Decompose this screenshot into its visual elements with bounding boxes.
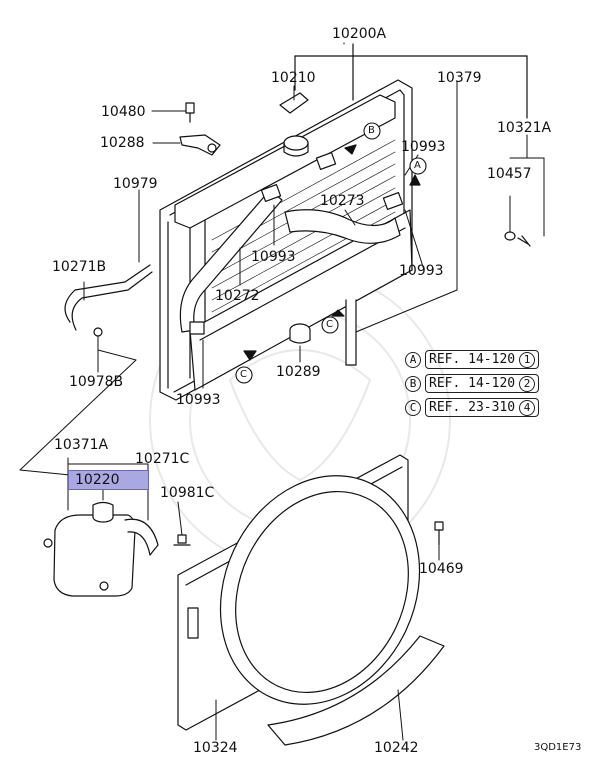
callout-C-upper: C — [326, 319, 333, 330]
label-10993-b: 10993 — [251, 249, 296, 265]
label-10272: 10272 — [215, 288, 260, 304]
label-10324: 10324 — [193, 740, 238, 756]
label-10469: 10469 — [419, 561, 464, 577]
label-10200A: 10200A — [332, 26, 387, 42]
grommet-10457 — [504, 231, 531, 247]
ref-text-B: REF. 14-120 — [429, 376, 516, 391]
ref-text-C: REF. 23-310 — [429, 400, 516, 415]
callout-C-lower: C — [240, 369, 247, 380]
label-10379: 10379 — [437, 70, 482, 86]
grommet-10978B — [93, 327, 103, 337]
bolt-10469 — [434, 521, 444, 546]
drain-10289 — [289, 323, 311, 344]
ref-box-C: REF. 23-310 4 — [425, 398, 540, 417]
ref-num-B: 2 — [519, 375, 536, 392]
leader-10200A — [294, 43, 528, 119]
lower-shroud — [267, 635, 445, 746]
clamps — [189, 152, 404, 335]
ref-row-C[interactable]: C REF. 23-310 4 — [405, 398, 540, 417]
callout-B: B — [368, 125, 375, 136]
leader-lines — [19, 42, 545, 741]
label-10981C: 10981C — [160, 485, 215, 501]
label-10457: 10457 — [487, 166, 532, 182]
label-10289: 10289 — [276, 364, 321, 380]
label-10480: 10480 — [101, 104, 146, 120]
label-10271C: 10271C — [135, 451, 190, 467]
ref-letter-A: A — [405, 351, 421, 368]
label-10979: 10979 — [113, 176, 158, 192]
label-10271B: 10271B — [52, 259, 107, 275]
ref-row-B[interactable]: B REF. 14-120 2 — [405, 374, 540, 393]
label-10993-c: 10993 — [399, 263, 444, 279]
cap-10210 — [279, 92, 309, 114]
ref-num-C: 4 — [519, 399, 536, 416]
label-10993-d: 10993 — [176, 392, 221, 408]
overflow-tube — [64, 264, 153, 331]
label-10220-highlighted[interactable]: 10220 — [68, 470, 149, 490]
diagram-code: 3QD1E73 — [534, 742, 582, 753]
label-10288: 10288 — [100, 135, 145, 151]
pipe-10379 — [345, 299, 357, 366]
label-10242: 10242 — [374, 740, 419, 756]
fan-shroud — [177, 454, 421, 731]
label-10273: 10273 — [320, 193, 365, 209]
bolt-10480 — [185, 102, 195, 123]
reservoir-tank — [43, 501, 159, 597]
ref-box-A: REF. 14-120 1 — [425, 350, 540, 369]
ref-text-A: REF. 14-120 — [429, 352, 516, 367]
ref-box-B: REF. 14-120 2 — [425, 374, 540, 393]
bolt-10981C — [173, 534, 191, 546]
label-10210: 10210 — [271, 70, 316, 86]
label-10978B: 10978B — [69, 374, 124, 390]
ref-letter-B: B — [405, 375, 421, 392]
bracket-10288 — [179, 134, 221, 156]
flow-arrows — [243, 144, 421, 361]
callout-A: A — [414, 160, 421, 171]
label-10371A: 10371A — [54, 437, 109, 453]
ref-num-A: 1 — [519, 351, 536, 368]
callout-circles — [235, 122, 427, 384]
upper-hose — [284, 209, 401, 244]
ref-row-A[interactable]: A REF. 14-120 1 — [405, 350, 540, 369]
label-10321A: 10321A — [497, 120, 552, 136]
label-10993-a: 10993 — [401, 139, 446, 155]
ref-letter-C: C — [405, 399, 421, 416]
radiator — [159, 79, 413, 401]
